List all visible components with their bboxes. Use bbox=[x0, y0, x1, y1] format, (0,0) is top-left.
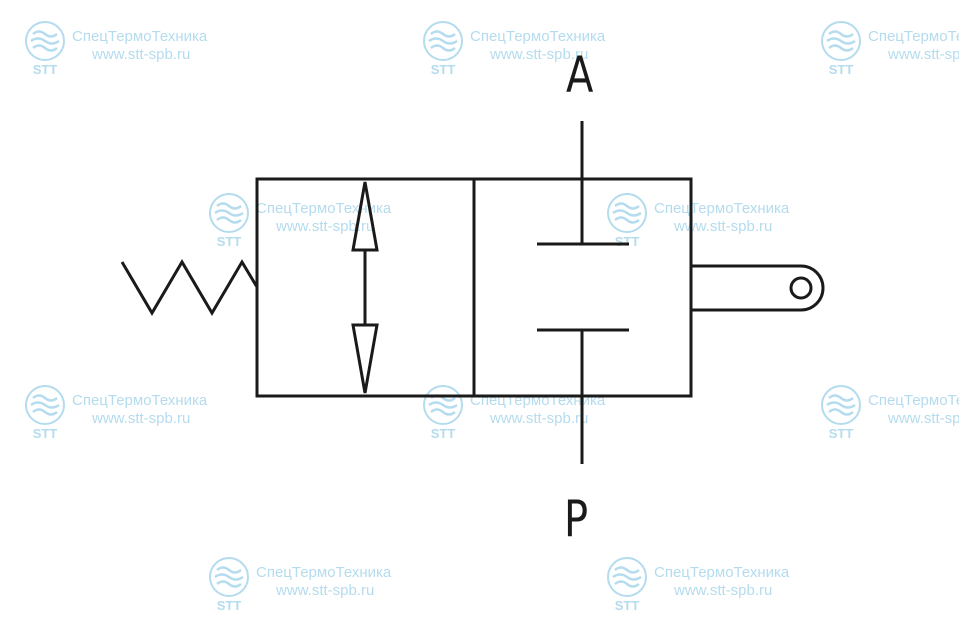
spring-actuator bbox=[120, 259, 259, 316]
port-label-p: P bbox=[564, 490, 589, 548]
plunger-actuator bbox=[691, 264, 825, 312]
flow-arrow-down-head bbox=[351, 323, 379, 394]
flow-arrow-up-head bbox=[351, 181, 379, 252]
roller-icon bbox=[789, 276, 813, 300]
port-label-a: A bbox=[566, 46, 594, 104]
